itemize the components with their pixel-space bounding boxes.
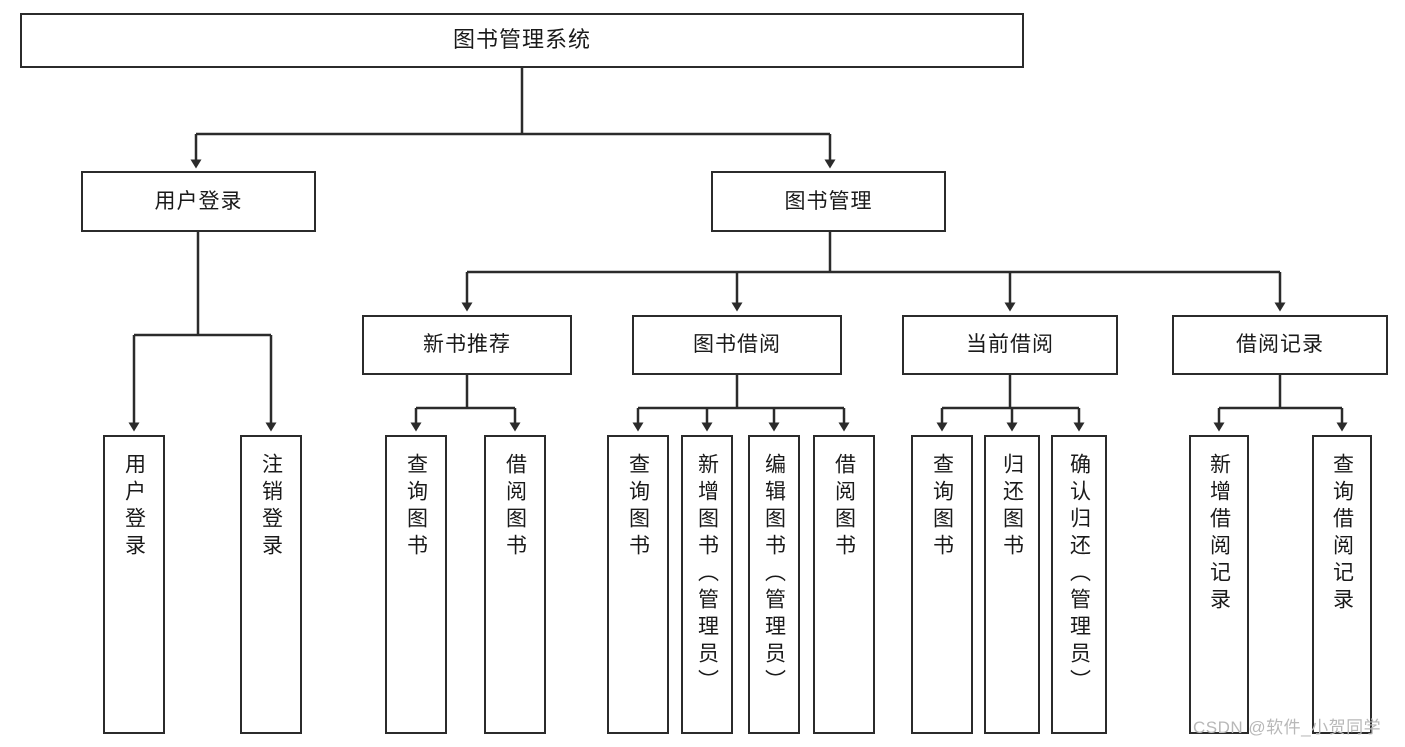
leaf-return-book[interactable]: 归还图书 <box>984 435 1040 734</box>
node-book-management[interactable]: 图书管理 <box>711 171 946 232</box>
node-borrow-record[interactable]: 借阅记录 <box>1172 315 1388 375</box>
leaf-query-borrow-record-label: 查询借阅记录 <box>1330 453 1354 615</box>
leaf-query-borrow-record[interactable]: 查询借阅记录 <box>1312 435 1372 734</box>
leaf-logout[interactable]: 注销登录 <box>240 435 302 734</box>
node-book-management-label: 图书管理 <box>784 189 873 213</box>
leaf-return-book-label: 归还图书 <box>1000 453 1024 561</box>
leaf-query-book-borrow-label: 查询图书 <box>626 453 650 561</box>
csdn-watermark: CSDN @软件_小贺同学 <box>1193 718 1382 737</box>
leaf-query-book-recommend[interactable]: 查询图书 <box>385 435 447 734</box>
leaf-query-book-current-label: 查询图书 <box>930 453 954 561</box>
leaf-borrow-book-recommend-label: 借阅图书 <box>503 453 527 561</box>
leaf-confirm-return-admin-label: 确认归还（管理员） <box>1067 453 1091 696</box>
leaf-logout-label: 注销登录 <box>259 453 283 561</box>
node-current-borrow-label: 当前借阅 <box>966 333 1054 357</box>
node-book-borrow-label: 图书借阅 <box>693 333 781 357</box>
leaf-edit-book-admin[interactable]: 编辑图书（管理员） <box>748 435 800 734</box>
leaf-borrow-book-label: 借阅图书 <box>832 453 856 561</box>
leaf-add-book-admin[interactable]: 新增图书（管理员） <box>681 435 733 734</box>
node-borrow-record-label: 借阅记录 <box>1236 333 1324 357</box>
leaf-query-book-recommend-label: 查询图书 <box>404 453 428 561</box>
leaf-add-book-admin-label: 新增图书（管理员） <box>695 453 719 696</box>
leaf-query-book-current[interactable]: 查询图书 <box>911 435 973 734</box>
node-user-login-label: 用户登录 <box>154 189 243 213</box>
node-root[interactable]: 图书管理系统 <box>20 13 1024 68</box>
leaf-user-login[interactable]: 用户登录 <box>103 435 165 734</box>
node-current-borrow[interactable]: 当前借阅 <box>902 315 1118 375</box>
leaf-user-login-label: 用户登录 <box>122 453 146 561</box>
node-new-book-recommend[interactable]: 新书推荐 <box>362 315 572 375</box>
leaf-edit-book-admin-label: 编辑图书（管理员） <box>762 453 786 696</box>
leaf-add-borrow-record[interactable]: 新增借阅记录 <box>1189 435 1249 734</box>
leaf-confirm-return-admin[interactable]: 确认归还（管理员） <box>1051 435 1107 734</box>
node-new-book-recommend-label: 新书推荐 <box>423 333 511 357</box>
node-user-login[interactable]: 用户登录 <box>81 171 316 232</box>
leaf-query-book-borrow[interactable]: 查询图书 <box>607 435 669 734</box>
node-book-borrow[interactable]: 图书借阅 <box>632 315 842 375</box>
node-root-label: 图书管理系统 <box>452 27 591 53</box>
leaf-borrow-book-recommend[interactable]: 借阅图书 <box>484 435 546 734</box>
leaf-add-borrow-record-label: 新增借阅记录 <box>1207 453 1231 615</box>
leaf-borrow-book[interactable]: 借阅图书 <box>813 435 875 734</box>
